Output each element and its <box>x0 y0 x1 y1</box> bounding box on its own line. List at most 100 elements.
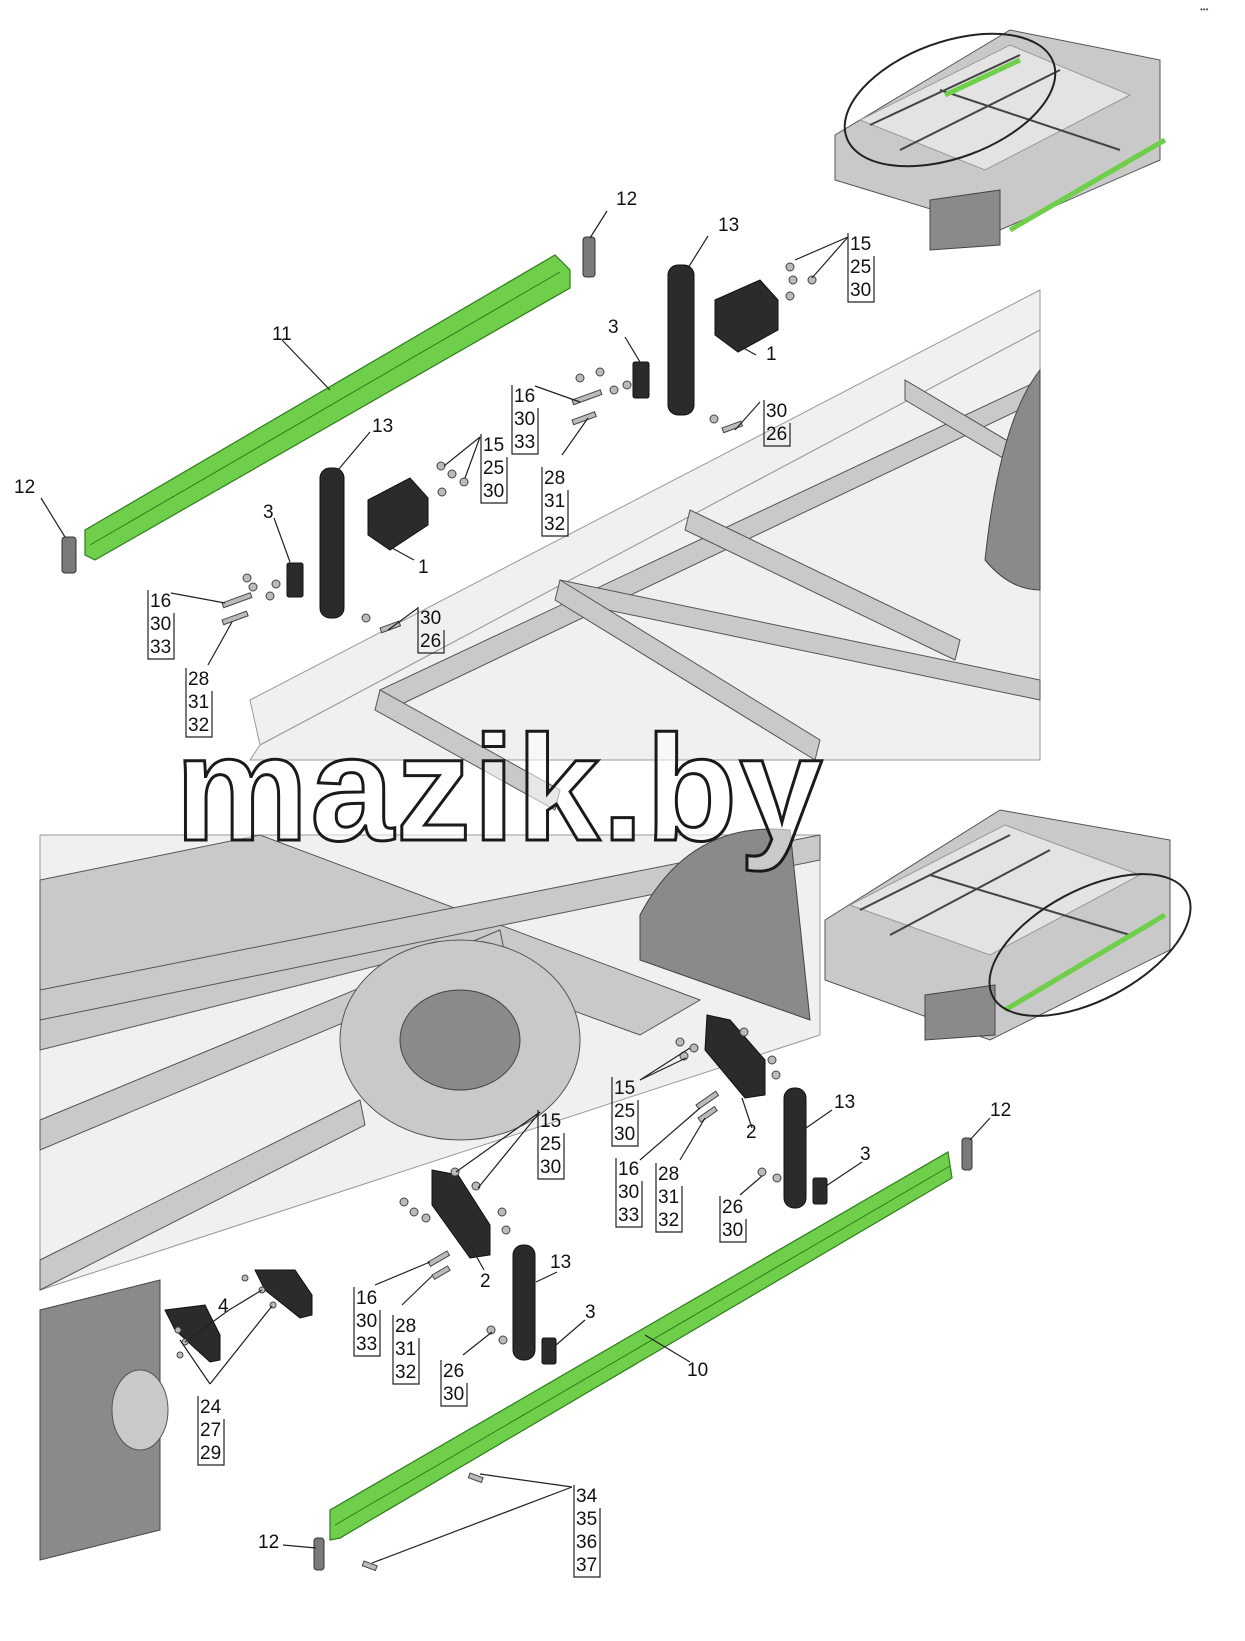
callout-stack-item: 28 <box>188 669 209 690</box>
callout-stack-item: 15 <box>614 1078 635 1099</box>
callout-stack-item: 32 <box>395 1362 416 1383</box>
callout-stack-item: 33 <box>514 432 535 453</box>
callout-stack-item: 15 <box>540 1111 561 1132</box>
overview-view-top <box>834 29 1167 251</box>
callout-stack-item: 16 <box>356 1288 377 1309</box>
chassis-frame-lower <box>39 828 821 1561</box>
part-12-cap-b <box>61 536 77 574</box>
callout-3d: 3 <box>585 1302 596 1323</box>
callout-stack-item: 30 <box>150 614 171 635</box>
callout-stack-item: 31 <box>658 1187 679 1208</box>
leader-lines <box>40 210 991 1564</box>
callout-10: 10 <box>687 1360 708 1381</box>
callout-stack-item: 35 <box>576 1509 597 1530</box>
part-13-upright-b <box>319 467 345 619</box>
callout-stack-item: 37 <box>576 1555 597 1576</box>
part-4-bracket-b <box>254 1269 313 1319</box>
callout-stack-item: 15 <box>850 234 871 255</box>
callout-stack-bracket <box>615 1158 643 1228</box>
part-13-upright-c <box>783 1087 807 1209</box>
part-10-side-bar <box>329 1151 953 1541</box>
callout-3b: 3 <box>263 502 274 523</box>
callout-stack-item: 16 <box>618 1159 639 1180</box>
callout-stack-item: 31 <box>395 1339 416 1360</box>
callout-stack-item: 30 <box>722 1220 743 1241</box>
part-3-plate-c <box>812 1177 828 1205</box>
fasteners <box>174 262 817 1572</box>
callout-13d: 13 <box>550 1252 571 1273</box>
callout-stack-bracket <box>573 1485 601 1578</box>
callout-stack-item: 32 <box>658 1210 679 1231</box>
callout-stack-item: 30 <box>766 401 787 422</box>
part-4-bracket-a <box>164 1304 221 1363</box>
callout-stack-bracket <box>417 607 445 654</box>
callout-stack-item: 29 <box>200 1443 221 1464</box>
callout-stack-item: 30 <box>614 1124 635 1145</box>
callout-stack-bracket <box>392 1315 420 1385</box>
part-2-bracket-a <box>704 1014 766 1099</box>
callout-stack-item: 30 <box>618 1182 639 1203</box>
callout-stack-item: 26 <box>443 1361 464 1382</box>
callout-stack-item: 25 <box>850 257 871 278</box>
callout-stack-bracket <box>440 1360 468 1407</box>
callout-stack-item: 33 <box>356 1334 377 1355</box>
callout-stack-item: 27 <box>200 1420 221 1441</box>
callout-stack-bracket <box>197 1396 225 1466</box>
callout-stack-item: 16 <box>514 386 535 407</box>
callout-stack-item: 25 <box>483 458 504 479</box>
callout-11: 11 <box>272 324 292 345</box>
callout-stack-bracket <box>763 400 791 447</box>
part-12-cap-c <box>961 1137 973 1171</box>
part-12-cap-d <box>313 1537 325 1571</box>
callout-stack-item: 26 <box>766 424 787 445</box>
callout-stack-item: 33 <box>150 637 171 658</box>
overview-view-bottom <box>824 809 1192 1041</box>
callout-stack-bracket <box>511 385 539 455</box>
callout-stack-item: 33 <box>618 1205 639 1226</box>
stacked-callouts: 1525301525301525301525301630331630331630… <box>147 233 875 1578</box>
callout-stack-bracket <box>719 1196 747 1243</box>
part-13-upright-d <box>512 1244 536 1361</box>
callout-12a: 12 <box>616 189 637 210</box>
part-1-bracket-a <box>714 279 779 353</box>
callout-stack-item: 24 <box>200 1397 222 1418</box>
callout-stack-item: 25 <box>540 1134 561 1155</box>
callout-stack-item: 36 <box>576 1532 597 1553</box>
callout-stack-bracket <box>480 434 508 504</box>
callout-stack-bracket <box>541 467 569 537</box>
callout-3a: 3 <box>608 317 619 338</box>
callout-stack-item: 26 <box>722 1197 743 1218</box>
watermark: mazik.by <box>175 704 825 872</box>
callout-stack-item: 30 <box>420 608 441 629</box>
callout-stack-bracket <box>655 1163 683 1233</box>
part-11-side-bar <box>84 254 571 561</box>
chassis-frame-upper <box>249 289 1041 811</box>
callout-stack-item: 31 <box>188 692 209 713</box>
callout-stack-bracket <box>847 233 875 303</box>
callout-stack-item: 25 <box>614 1101 635 1122</box>
callout-13c: 13 <box>834 1092 855 1113</box>
callout-12d: 12 <box>258 1532 279 1553</box>
part-3-plate-b <box>286 562 304 598</box>
part-1-bracket-b <box>367 477 429 551</box>
callout-stack-bracket <box>611 1077 639 1147</box>
callout-12b: 12 <box>14 477 35 498</box>
corner-mark: ••• <box>1200 5 1209 14</box>
